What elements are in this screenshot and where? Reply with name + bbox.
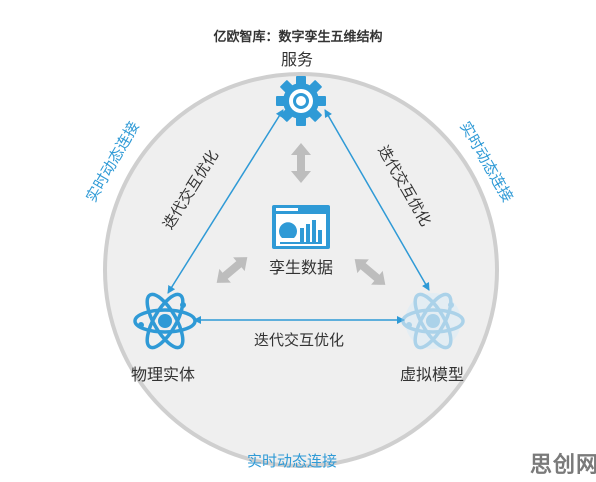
gear-icon xyxy=(276,76,326,126)
dashboard-icon xyxy=(272,205,330,249)
diagram-title: 亿欧智库：数字孪生五维结构 xyxy=(213,30,383,45)
edge-left-arrow xyxy=(167,109,284,294)
watermark: 思创网 xyxy=(530,453,596,478)
edge-right-arrow xyxy=(324,109,430,291)
outer-label-bottom: 实时动态连接 xyxy=(247,452,338,470)
label-service: 服务 xyxy=(281,50,314,69)
label-virtual-model: 虚拟模型 xyxy=(400,365,465,384)
edge-label-bottom: 迭代交互优化 xyxy=(254,331,345,349)
gray-arrow-left xyxy=(216,257,248,283)
label-twin-data: 孪生数据 xyxy=(269,258,334,277)
label-physical-entity: 物理实体 xyxy=(131,365,196,384)
gray-arrow-right xyxy=(354,259,386,285)
atom-icon-faded xyxy=(401,292,465,350)
atom-icon xyxy=(133,292,197,350)
gray-arrow-vertical xyxy=(291,143,311,183)
